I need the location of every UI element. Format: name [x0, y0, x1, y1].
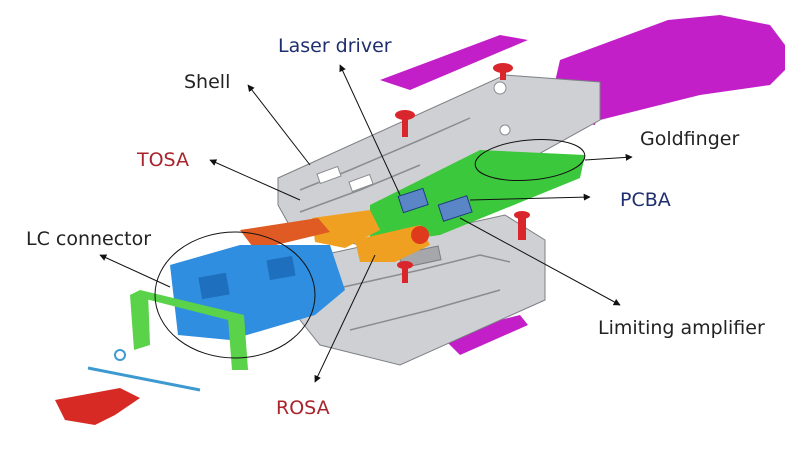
label-laser-driver: Laser driver	[278, 35, 392, 57]
label-pcba: PCBA	[620, 189, 671, 211]
pcba-body	[370, 150, 585, 245]
arrow-goldfinger	[584, 153, 633, 161]
label-rosa: ROSA	[276, 397, 330, 419]
pull-tab	[55, 388, 140, 425]
limiting-amplifier-chip	[437, 195, 473, 222]
fiber-pin	[87, 349, 201, 392]
latch-bracket	[130, 290, 248, 370]
goldfinger-bottom-plate	[440, 315, 528, 355]
label-lc-connector: LC connector	[26, 228, 151, 250]
arrow-limiting-amplifier	[459, 217, 621, 306]
leader-lines	[99, 64, 633, 383]
goldfinger-housing	[552, 15, 785, 120]
laser-driver-chip	[397, 187, 429, 214]
goldfinger-top-plate	[380, 35, 528, 90]
arrow-shell	[247, 84, 311, 166]
arrow-lc-connector	[99, 254, 171, 288]
arrow-tosa	[209, 159, 301, 201]
label-limiting-amplifier: Limiting amplifier	[598, 317, 765, 339]
label-tosa: TOSA	[136, 149, 189, 171]
arrow-laser-driver	[339, 64, 401, 196]
label-shell: Shell	[184, 71, 230, 93]
goldfinger-highlight	[474, 139, 586, 181]
arrow-rosa	[314, 254, 376, 383]
lc-connector-highlight	[154, 231, 316, 359]
cover-plate	[240, 218, 330, 250]
pcba-board	[370, 150, 585, 245]
arrow-pcba	[469, 193, 591, 201]
screws	[395, 63, 530, 283]
label-goldfinger: Goldfinger	[640, 128, 739, 150]
